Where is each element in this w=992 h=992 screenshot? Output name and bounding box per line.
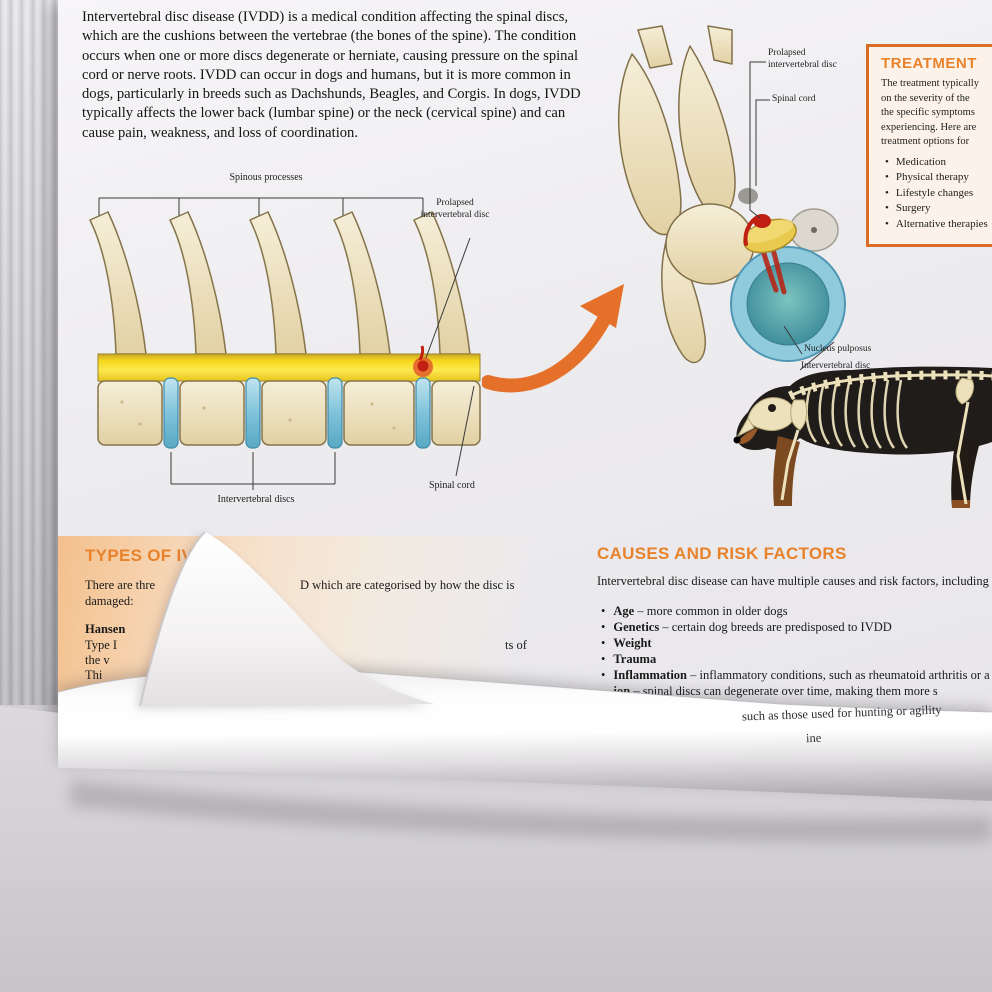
prolapsed-disc-yellow	[743, 218, 797, 254]
label-intervertebral-disc: Intervertebral disc	[801, 361, 871, 371]
prolapse-red-blob	[743, 214, 771, 246]
intro-paragraph: Intervertebral disc disease (IVDD) is a …	[82, 9, 581, 141]
vertebral-bodies	[97, 380, 481, 446]
vertebra-illustration	[617, 25, 846, 371]
wall-stripes	[0, 0, 58, 705]
label-spinal-cord: Spinal cord	[429, 480, 475, 491]
treatment-text-line: the specific symptoms	[881, 107, 975, 118]
treatment-title: TREATMENT	[881, 55, 977, 72]
spine-diagram: Spinous processes Prolapsed intervertebr…	[84, 172, 496, 524]
prolapse-spot	[413, 345, 433, 377]
spine-illustration	[89, 197, 481, 490]
poster-sheet: Intervertebral disc disease (IVDD) is a …	[58, 0, 992, 745]
causes-bullet: Inflammation – inflammatory conditions, …	[599, 667, 992, 683]
disc-nucleus	[746, 262, 830, 346]
treatment-bullet: Medication	[883, 155, 992, 171]
treatment-text-line: experiencing. Here are	[881, 121, 977, 133]
types-section-title: TYPES OF IVDD	[85, 546, 219, 565]
types-text-fragment: There are thre	[85, 578, 156, 592]
label-prolapsed-disc: Prolapsed intervertebral disc	[768, 48, 837, 70]
treatment-bullet: Lifestyle changes	[883, 186, 992, 202]
spinal-canal-hole	[738, 188, 758, 204]
causes-section: CAUSES AND RISK FACTORS Intervertebral d…	[597, 544, 992, 699]
endplate-disc	[789, 208, 839, 252]
label-nucleus-pulposus: Nucleus pulposus	[804, 344, 872, 354]
orange-arrow	[482, 284, 624, 393]
label-spinal-cord: Spinal cord	[772, 94, 816, 104]
leader-lines	[749, 61, 835, 371]
causes-bullet-list: Age – more common in older dogs Genetics…	[599, 603, 992, 699]
spinous-processes-bones	[89, 211, 471, 355]
types-text-fragment: Hansen	[85, 622, 126, 636]
treatment-box: TREATMENT The treatment typically on the…	[866, 44, 992, 247]
intervertebral-discs-blue	[163, 377, 431, 449]
curled-text-fragment: ine	[805, 730, 822, 746]
dog-skeleton	[736, 370, 992, 505]
causes-bullet: Genetics – certain dog breeds are predis…	[599, 619, 992, 635]
types-text-fragment: D which are categorised by how the disc …	[300, 578, 515, 592]
treatment-bullet: Alternative therapies	[883, 217, 992, 233]
table-surface	[0, 706, 992, 992]
causes-intro: Intervertebral disc disease can have mul…	[597, 574, 989, 588]
treatment-bullet: Surgery	[883, 201, 992, 217]
causes-bullet-partial: ion – spinal discs can degenerate over t…	[613, 684, 938, 698]
spinous-bracket-lines	[98, 197, 424, 216]
leader-lines	[170, 237, 475, 490]
bone-speckles	[120, 400, 396, 430]
treatment-text-line: on the severity of the	[881, 92, 970, 104]
treatment-text-line: treatment options for	[881, 136, 970, 147]
causes-bullet: Weight	[599, 635, 992, 651]
causes-section-title: CAUSES AND RISK FACTORS	[597, 544, 847, 563]
types-text-fragment: the v	[85, 653, 110, 667]
label-spinous-processes: Spinous processes	[229, 172, 303, 183]
treatment-bullet: Physical therapy	[883, 170, 992, 186]
vertebra-bones	[617, 25, 736, 364]
types-text-fragment: damaged:	[85, 594, 134, 608]
treatment-text-line: The treatment typically	[881, 78, 979, 89]
vertebra-diagram: Prolapsed intervertebral disc Spinal cor…	[598, 24, 876, 392]
dachshund-skeleton-illustration	[733, 366, 992, 508]
types-text-fragment: Thi	[85, 668, 103, 682]
label-prolapsed-disc: Prolapsed intervertebral disc	[420, 198, 490, 220]
causes-bullet: Trauma	[599, 651, 992, 667]
causes-bullet: Age – more common in older dogs	[599, 603, 992, 619]
treatment-bullet-list: Medication Physical therapy Lifestyle ch…	[883, 155, 992, 233]
types-text-fragment: ts of	[505, 638, 527, 652]
label-intervertebral-discs: Intervertebral discs	[217, 494, 295, 505]
types-text-fragment: Type I	[85, 638, 118, 652]
curl-floor-shadow	[70, 780, 992, 843]
